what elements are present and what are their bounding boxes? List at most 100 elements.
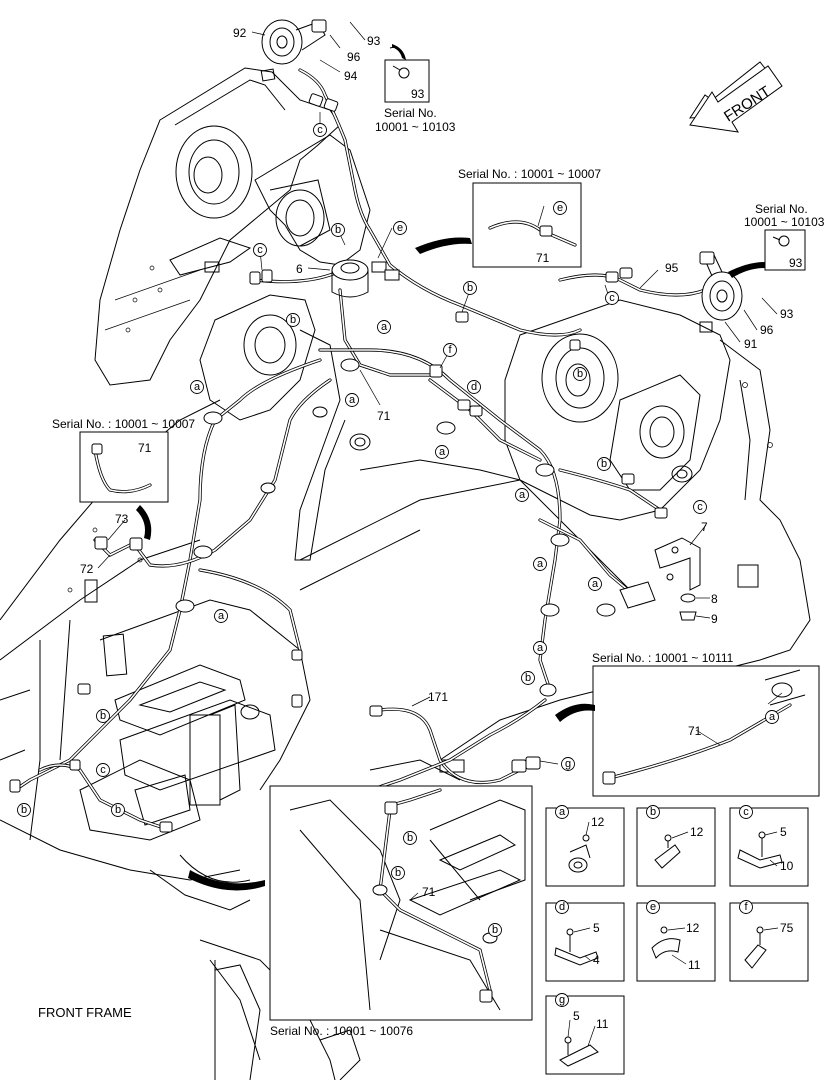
clip-ref-b: b: [525, 672, 531, 684]
part-label-7: 7: [701, 520, 708, 534]
clip-ref-b: b: [335, 224, 341, 236]
detail-e-part-12: 12: [686, 921, 700, 935]
part-label-73: 73: [115, 512, 129, 526]
part-label-91: 91: [744, 337, 758, 351]
part-label-71-lower-right: 71: [688, 724, 702, 738]
part-label-8: 8: [711, 592, 718, 606]
clip-ref-a: a: [519, 489, 526, 501]
detail-g-part-11: 11: [596, 1017, 609, 1031]
detail-box-labels: a 12 b 12 c 5 10 d 5 4 e 12 11 f 75 g 5 …: [555, 805, 794, 1031]
clip-ref-b: b: [577, 368, 583, 380]
detail-d-part-4: 4: [593, 953, 600, 967]
part-label-6: 6: [296, 262, 303, 276]
detail-d-part-5: 5: [593, 921, 600, 935]
serial-note-top-left-line2: 10001 ~ 10103: [375, 120, 456, 134]
part-label-96-right: 96: [760, 323, 774, 337]
serial-note-top-center: Serial No. : 10001 ~ 10007: [458, 167, 601, 181]
detail-box-a: [545, 807, 625, 887]
part-label-95: 95: [665, 261, 679, 275]
serial-note-lower-right: Serial No. : 10001 ~ 10111: [592, 651, 734, 665]
part-label-71-top: 71: [536, 251, 550, 265]
detail-c-part-5: 5: [780, 825, 787, 839]
detail-g-letter: g: [559, 994, 565, 1006]
front-direction-arrow: FRONT: [689, 61, 783, 133]
clip-ref-a: a: [381, 321, 388, 333]
detail-e-letter: e: [650, 901, 656, 913]
clip-ref-g: g: [565, 758, 571, 770]
detail-box-e: [636, 902, 716, 982]
clip-ref-a: a: [537, 558, 544, 570]
detail-box-g: [545, 995, 625, 1075]
clip-ref-a: a: [537, 642, 544, 654]
clip-ref-b: b: [407, 832, 413, 844]
detail-d-letter: d: [559, 901, 565, 913]
part-label-93-inset: 93: [411, 87, 425, 101]
part-label-93: 93: [367, 34, 381, 48]
clip-ref-b: b: [21, 804, 27, 816]
clip-ref-c: c: [257, 244, 263, 256]
serial-notes: Serial No. 10001 ~ 10103 Serial No. : 10…: [38, 106, 825, 1038]
inset-boxes: [79, 46, 820, 1021]
detail-box-c: [729, 807, 809, 887]
detail-box-f: [729, 902, 809, 982]
horn-right: [699, 251, 743, 321]
clip-ref-c: c: [100, 764, 106, 776]
part-label-171: 171: [428, 690, 448, 704]
part-label-94: 94: [344, 69, 358, 83]
clip-reference-bubbles: c c b e e b b a c f a d b a a b a c a a …: [17, 123, 779, 937]
clip-ref-b: b: [601, 458, 607, 470]
detail-g-part-5: 5: [573, 1009, 580, 1023]
leader-lines: [97, 21, 783, 1047]
part-label-71-center: 71: [377, 409, 391, 423]
detail-e-part-11: 11: [688, 958, 701, 972]
clip-ref-a: a: [194, 381, 201, 393]
clip-ref-d: d: [471, 381, 477, 393]
detail-f-part-75: 75: [780, 921, 794, 935]
clip-ref-b: b: [395, 867, 401, 879]
clip-ref-a: a: [349, 394, 356, 406]
part-label-92: 92: [233, 26, 247, 40]
clip-ref-b: b: [290, 314, 296, 326]
sensor-cylinder: [619, 581, 656, 609]
clip-ref-e: e: [557, 202, 563, 214]
serial-note-bottom: Serial No. : 10001 ~ 10076: [270, 1024, 413, 1038]
serial-note-right-line1: Serial No.: [755, 202, 808, 216]
clip-ref-c: c: [317, 124, 323, 136]
washer-8: [680, 593, 696, 603]
detail-boxes: [545, 807, 809, 1075]
clip-ref-b: b: [100, 710, 106, 722]
detail-box-d: [545, 902, 625, 982]
detail-b-letter: b: [650, 806, 656, 818]
part-label-9: 9: [711, 612, 718, 626]
clip-ref-b: b: [467, 282, 473, 294]
serial-note-top-left-line1: Serial No.: [384, 106, 437, 120]
detail-b-part-12: 12: [690, 825, 704, 839]
horn-top: [261, 19, 327, 65]
part-label-71-left: 71: [138, 441, 152, 455]
clip-ref-a: a: [218, 610, 225, 622]
connector-6: [331, 259, 400, 298]
part-number-labels: 92 96 93 94 93 6 71 95 93 96 91 93 71 71…: [80, 26, 803, 899]
clip-ref-a: a: [439, 446, 446, 458]
clip-ref-f: f: [448, 344, 452, 356]
wire-harness: [13, 68, 707, 832]
part-label-93-right-inset: 93: [789, 256, 803, 270]
part-label-96: 96: [347, 50, 361, 64]
clip-ref-a: a: [592, 578, 599, 590]
bolt-9: [679, 611, 697, 621]
serial-note-right-line2: 10001 ~ 10103: [744, 215, 825, 229]
clip-ref-e: e: [397, 222, 403, 234]
callout-arcs: [136, 44, 765, 891]
serial-note-left: Serial No. : 10001 ~ 10007: [52, 417, 195, 431]
clip-ref-b: b: [492, 924, 498, 936]
part-label-93-right: 93: [780, 307, 794, 321]
clip-ref-c: c: [609, 292, 615, 304]
detail-f-letter: f: [744, 901, 748, 913]
bracket-7: [654, 537, 701, 591]
frame-title: FRONT FRAME: [38, 1005, 132, 1020]
detail-a-part-12: 12: [591, 815, 605, 829]
detail-a-letter: a: [559, 806, 566, 818]
detail-c-letter: c: [743, 806, 749, 818]
